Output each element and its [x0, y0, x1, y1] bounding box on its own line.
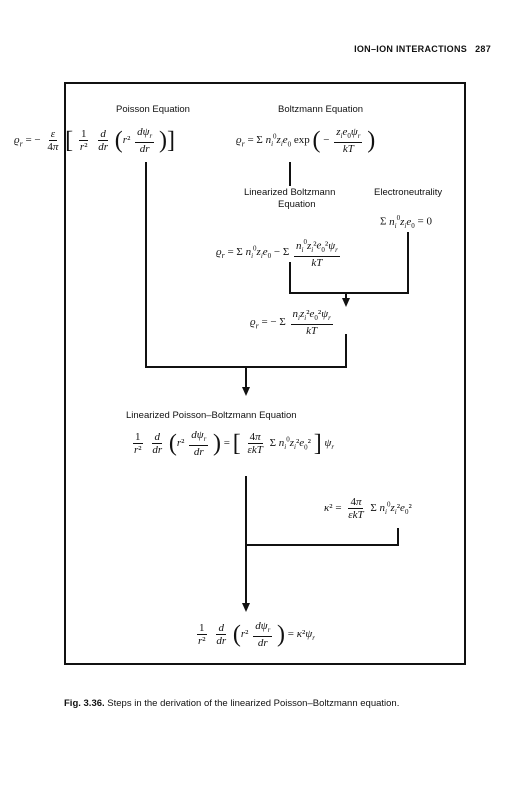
- figure-caption: Fig. 3.36. Steps in the derivation of th…: [64, 698, 399, 709]
- caption-text: Steps in the derivation of the linearize…: [107, 698, 400, 709]
- linearized-poisson-boltzmann-label: Linearized Poisson–Boltzmann Equation: [126, 410, 297, 421]
- poisson-equation-label: Poisson Equation: [116, 104, 190, 115]
- arrow-to-final: [242, 603, 250, 612]
- boltzmann-equation-label: Boltzmann Equation: [278, 104, 364, 115]
- caption-prefix: Fig. 3.36.: [64, 698, 105, 709]
- electroneutrality-equation: Σ ni0zie0 = 0: [380, 214, 432, 230]
- connector-electroneutrality-down: [407, 232, 409, 294]
- connector-simplified-down: [345, 334, 347, 368]
- linearized-boltzmann-label: Linearized Boltzmann: [244, 187, 336, 198]
- arrow-to-lpb: [242, 387, 250, 396]
- page-number: 287: [475, 44, 491, 54]
- connector-to-lpb: [245, 366, 247, 390]
- linearized-boltzmann-label-2: Equation: [278, 199, 316, 210]
- connector-merge-horizontal: [289, 292, 409, 294]
- connector-kappa-up: [397, 528, 399, 546]
- header-title: ION–ION INTERACTIONS: [354, 44, 468, 54]
- running-header: ION–ION INTERACTIONS 287: [354, 44, 491, 54]
- connector-lpb-down: [245, 476, 247, 606]
- electroneutrality-label: Electroneutrality: [374, 187, 443, 198]
- connector-boltzmann-down: [289, 162, 291, 186]
- derivation-figure: Poisson Equation Boltzmann Equation Line…: [14, 82, 466, 665]
- connector-linearized-down: [289, 262, 291, 294]
- connector-poisson-down: [145, 162, 147, 368]
- connector-kappa-horizontal: [245, 544, 399, 546]
- arrow-to-simplified: [342, 298, 350, 307]
